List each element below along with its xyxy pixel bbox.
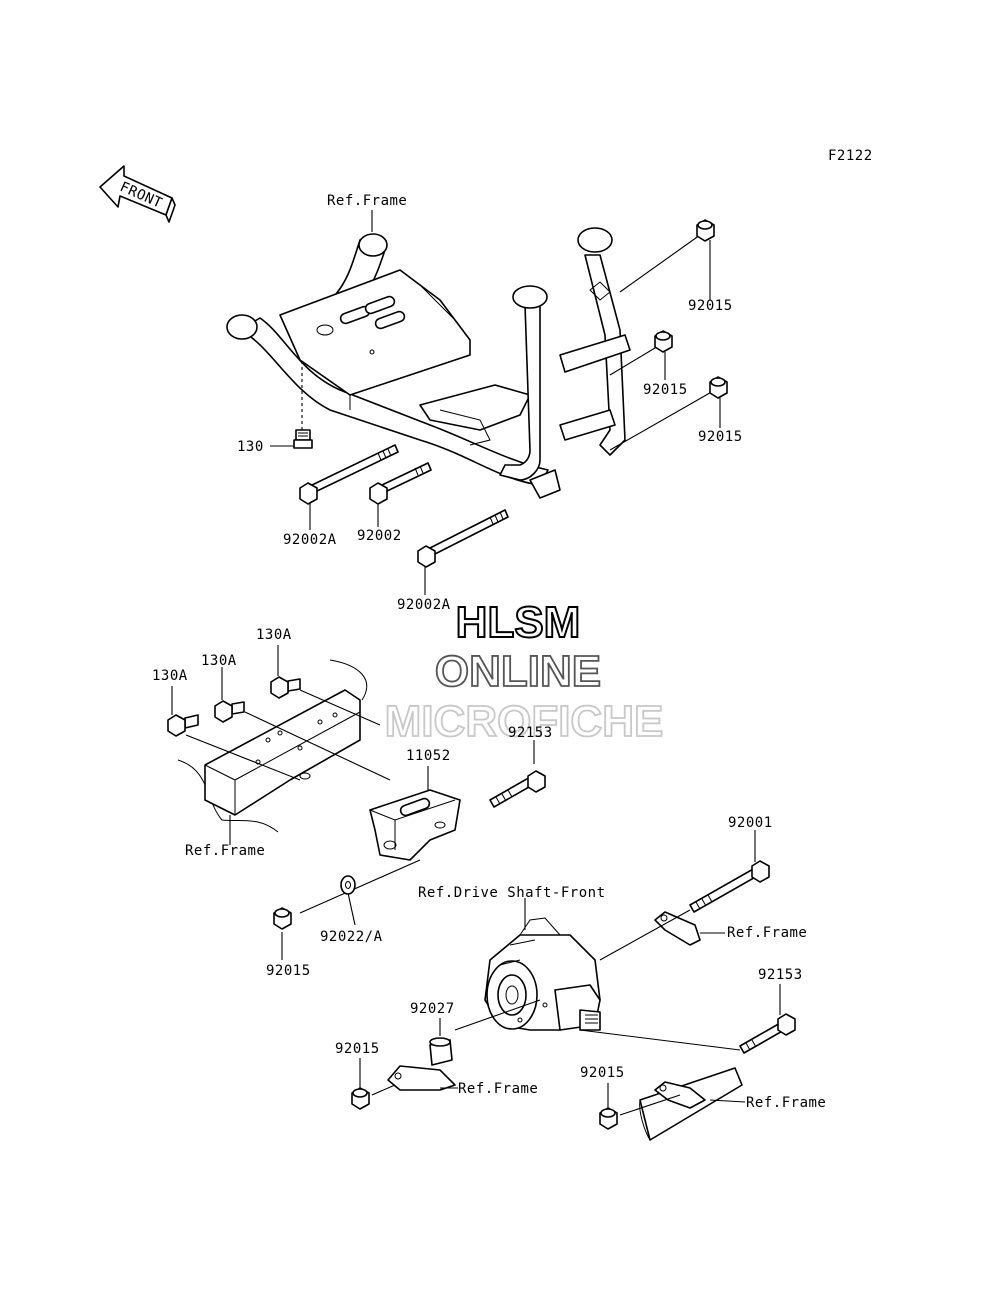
bolt-92002	[369, 462, 432, 505]
label-92015-b: 92015	[643, 382, 688, 398]
label-92002: 92002	[357, 528, 402, 544]
label-ref-frame-mid: Ref.Frame	[185, 843, 265, 859]
label-92015-e: 92015	[335, 1041, 380, 1057]
label-130: 130	[237, 439, 264, 455]
bolt-92001	[689, 860, 770, 913]
spacer-92027	[429, 1037, 453, 1066]
bolt-130A-c	[270, 676, 301, 699]
nut-92015-a	[696, 219, 715, 242]
nut-92015-f	[599, 1107, 618, 1130]
bolt-130	[293, 429, 313, 449]
label-92153-b: 92153	[758, 967, 803, 983]
nut-92015-d	[273, 907, 292, 930]
label-92015-d: 92015	[266, 963, 311, 979]
bolt-130A-b	[214, 700, 245, 723]
bolt-92002A-a	[299, 444, 399, 505]
nut-92015-b	[654, 330, 673, 353]
label-92153-a: 92153	[508, 725, 553, 741]
frame-tube-bottom-right	[639, 1067, 743, 1141]
label-ref-frame-right: Ref.Frame	[727, 925, 807, 941]
label-ref-frame-bottom-right: Ref.Frame	[746, 1095, 826, 1111]
label-ref-drive-shaft: Ref.Drive Shaft-Front	[418, 885, 606, 901]
label-92022A: 92022/A	[320, 929, 383, 945]
label-92015-f: 92015	[580, 1065, 625, 1081]
frame-bracket-bottom-left	[387, 1065, 456, 1091]
bolt-130A-a	[167, 714, 199, 737]
label-11052: 11052	[406, 748, 451, 764]
watermark-line3: MICROFICHE	[385, 697, 664, 746]
label-92001: 92001	[728, 815, 773, 831]
label-92002A-a: 92002A	[283, 532, 337, 548]
leader-lines-mid	[171, 645, 535, 960]
bolt-92002A-b	[417, 509, 509, 568]
bolt-92153-b	[739, 1013, 796, 1054]
frame-assembly	[226, 227, 631, 499]
label-92015-c: 92015	[698, 429, 743, 445]
watermark: HLSM ONLINE MICROFICHE	[384, 597, 664, 747]
watermark-line1: HLSM	[456, 598, 581, 647]
washer-92022A	[340, 875, 356, 895]
front-arrow-icon: FRONT	[99, 165, 176, 223]
figure-code: F2122	[828, 148, 873, 164]
watermark-line2: ONLINE	[435, 647, 601, 696]
label-130A-c: 130A	[256, 627, 292, 643]
label-130A-a: 130A	[152, 668, 188, 684]
label-ref-frame-top: Ref.Frame	[327, 193, 407, 209]
label-130A-b: 130A	[201, 653, 237, 669]
nut-92015-e	[351, 1087, 370, 1110]
frame-bracket-right	[654, 911, 701, 946]
mount-bracket-11052	[369, 789, 461, 861]
bolt-92153-a	[489, 770, 546, 808]
label-92002A-b: 92002A	[397, 597, 451, 613]
leader-lines-bottom	[359, 830, 781, 1116]
label-92027: 92027	[410, 1001, 455, 1017]
label-92015-a: 92015	[688, 298, 733, 314]
front-differential	[484, 917, 601, 1031]
nut-92015-c	[709, 376, 728, 399]
frame-section-mid	[177, 659, 368, 833]
label-ref-frame-bottom: Ref.Frame	[458, 1081, 538, 1097]
